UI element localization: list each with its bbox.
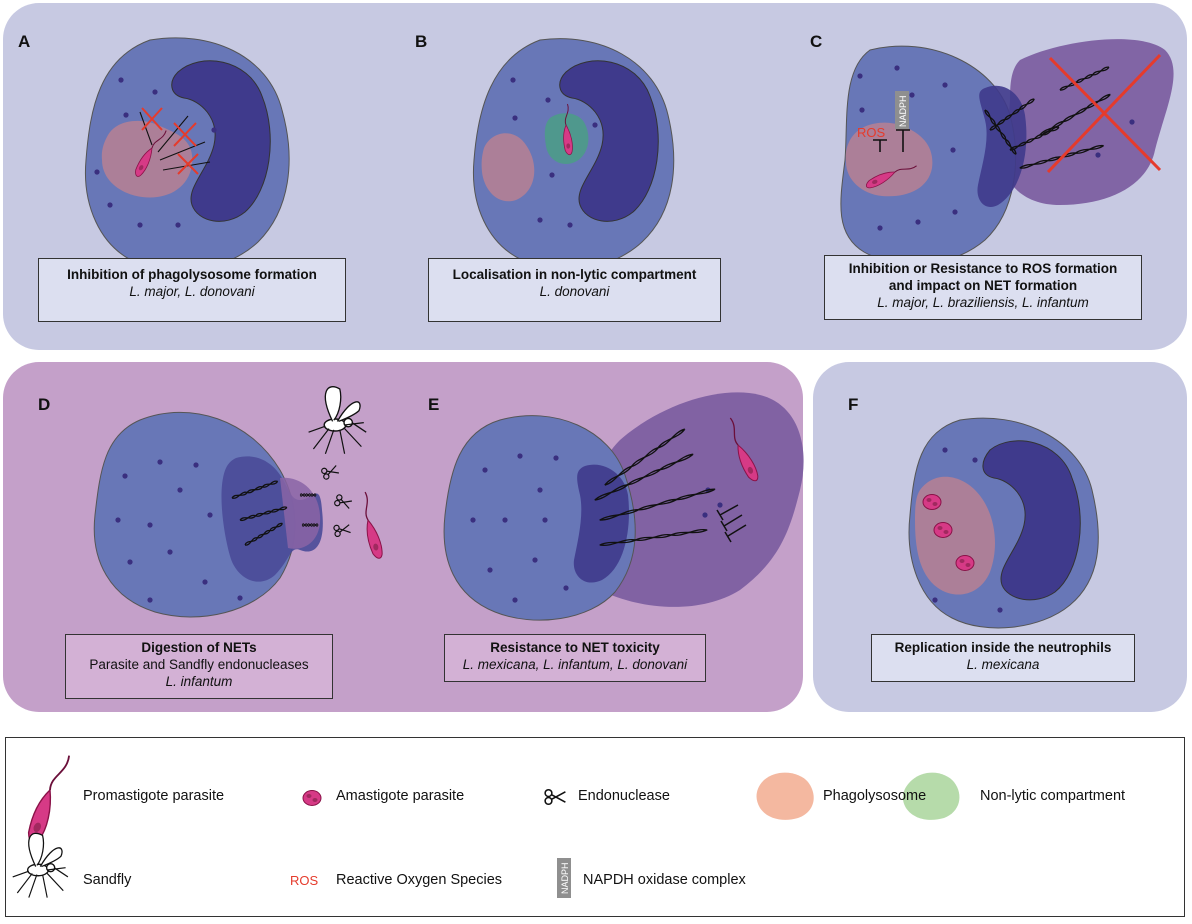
cell-f — [908, 417, 1099, 629]
nadph-box — [895, 91, 909, 129]
legend-box — [5, 737, 1185, 917]
ros-label: ROS — [857, 125, 886, 140]
legend-nonlytic-icon — [902, 772, 960, 820]
legend-sandfly-label: Sandfly — [83, 872, 132, 888]
legend-phagolysosome-label: Phagolysosome — [823, 788, 927, 804]
caption-e-title: Resistance to NET toxicity — [490, 640, 660, 655]
legend-ros-label: Reactive Oxygen Species — [336, 872, 503, 888]
caption-e-species: L. mexicana, L. infantum, L. donovani — [462, 657, 688, 672]
legend-ros-symbol: ROS — [290, 873, 319, 888]
panel-letter-f: F — [848, 395, 859, 414]
caption-d-note: Parasite and Sandfly endonucleases — [89, 657, 309, 672]
caption-d-title: Digestion of NETs — [141, 640, 257, 655]
caption-c-title-line2: and impact on NET formation — [888, 278, 1078, 293]
legend-nadph-label: NAPDH oxidase complex — [583, 872, 746, 888]
caption-b-title: Localisation in non-lytic compartment — [452, 267, 697, 282]
caption-e: Resistance to NET toxicity L. mexicana, … — [444, 634, 706, 682]
legend-phagolysosome-icon — [756, 772, 814, 820]
legend-nonlytic-label: Non-lytic compartment — [980, 788, 1126, 804]
caption-c: Inhibition or Resistance to ROS formatio… — [824, 255, 1142, 320]
caption-f: Replication inside the neutrophils L. me… — [871, 634, 1135, 682]
caption-a-title: Inhibition of phagolysosome formation — [67, 267, 317, 282]
caption-b: Localisation in non-lytic compartment L.… — [428, 258, 721, 322]
cell-d — [93, 385, 385, 618]
caption-b-species: L. donovani — [539, 284, 610, 299]
cell-b — [472, 38, 675, 271]
caption-d: Digestion of NETs Parasite and Sandfly e… — [65, 634, 333, 699]
panel-letter-b: B — [415, 32, 428, 51]
panel-letter-d: D — [38, 395, 51, 414]
cell-c: NADPH ROS — [840, 39, 1174, 265]
legend-amastigote-label: Amastigote parasite — [336, 788, 465, 804]
legend-nadph-icon — [557, 858, 571, 898]
caption-d-species: L. infantum — [165, 674, 233, 689]
caption-a-species: L. major, L. donovani — [129, 284, 255, 299]
cell-a — [84, 37, 290, 272]
caption-f-title: Replication inside the neutrophils — [894, 640, 1112, 655]
legend-nadph-symbol: NADPH — [560, 862, 570, 894]
panel-letter-a: A — [18, 32, 31, 51]
legend-endonuclease-label: Endonuclease — [578, 788, 670, 804]
panel-letter-c: C — [810, 32, 823, 51]
caption-c-species: L. major, L. braziliensis, L. infantum — [877, 295, 1089, 310]
legend-promastigote-label: Promastigote parasite — [83, 788, 225, 804]
panel-letter-e: E — [428, 395, 440, 414]
caption-f-species: L. mexicana — [966, 657, 1040, 672]
caption-c-title-line1: Inhibition or Resistance to ROS formatio… — [848, 261, 1118, 276]
caption-a: Inhibition of phagolysosome formation L.… — [38, 258, 346, 322]
cell-e — [443, 392, 804, 621]
legend-icons: NADPH — [12, 751, 960, 899]
nadph-label: NADPH — [898, 95, 908, 127]
